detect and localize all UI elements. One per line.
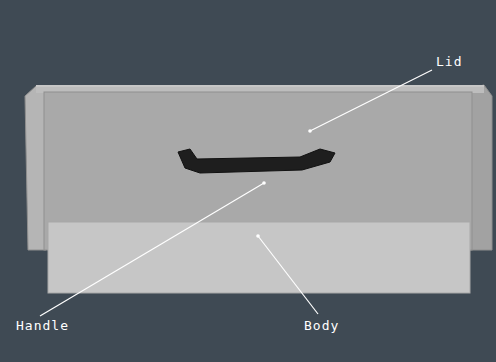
lid-right-side bbox=[470, 85, 492, 250]
part-label: Handle bbox=[16, 318, 69, 334]
leader-line bbox=[258, 236, 318, 314]
leader-line bbox=[40, 183, 264, 316]
lid-left-side bbox=[25, 86, 46, 250]
leader-line bbox=[310, 70, 432, 131]
leader-dot bbox=[262, 181, 266, 185]
handle-shape bbox=[178, 149, 335, 173]
part-label: Body bbox=[304, 318, 339, 334]
leader-dot bbox=[256, 234, 260, 238]
body-shape bbox=[48, 222, 470, 293]
leader-dot bbox=[308, 129, 312, 133]
lid-highlight bbox=[36, 86, 484, 87]
part-label: Lid bbox=[436, 54, 462, 70]
